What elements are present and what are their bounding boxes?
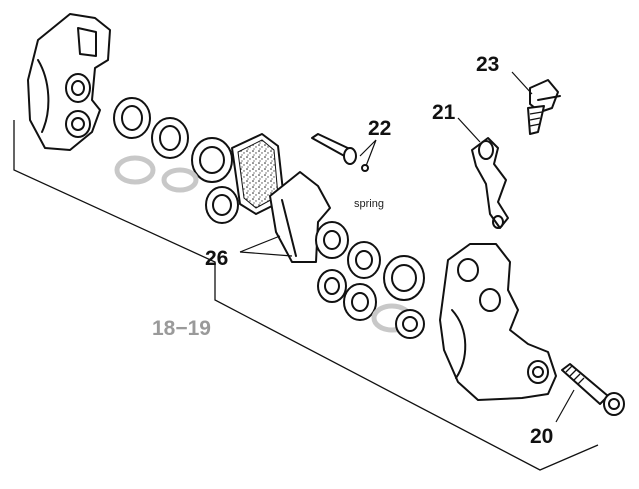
reference-figure-label: 18−19 (152, 317, 211, 340)
caliper-bolt (561, 363, 625, 416)
leader-21 (457, 117, 481, 143)
callout-26: 26 (205, 247, 229, 270)
callout-23: 23 (476, 53, 500, 76)
leader-26 (239, 235, 293, 257)
callout-20: 20 (530, 425, 554, 448)
bleed-valve (527, 79, 561, 135)
callout-21: 21 (432, 101, 456, 124)
left-seals-and-pistons (113, 97, 239, 224)
hose-bracket (471, 137, 509, 229)
left-caliper-half (27, 13, 111, 151)
group-frame (13, 120, 599, 471)
brake-pads (231, 133, 331, 263)
callout-22: 22 (368, 117, 392, 140)
leader-23 (511, 71, 533, 95)
leader-22 (359, 139, 377, 167)
pad-pin (311, 133, 369, 172)
right-seals-and-pistons (315, 221, 425, 339)
right-caliper-half (439, 243, 557, 401)
spring-label: spring (354, 198, 384, 210)
leader-20 (555, 389, 575, 423)
